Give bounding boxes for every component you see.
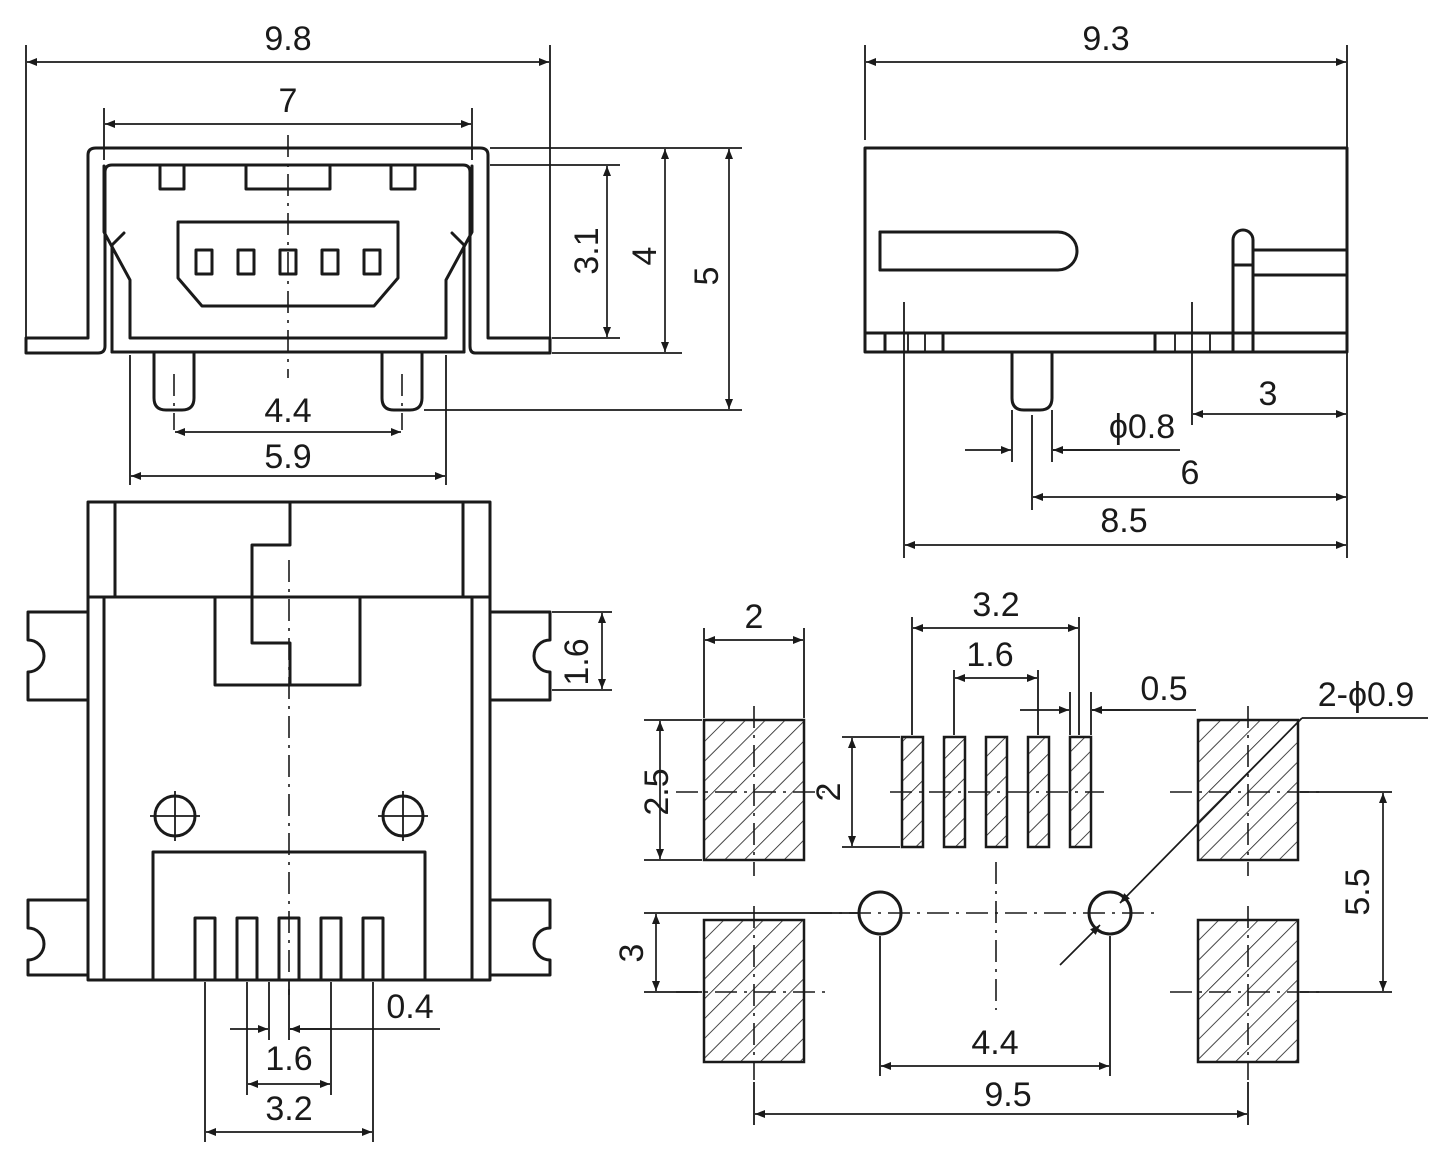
top-pin-span-label: 3.2 bbox=[265, 1090, 312, 1128]
pcb-dimension-lines bbox=[652, 624, 1428, 1118]
top-pin-width-label: 0.4 bbox=[386, 988, 433, 1026]
front-body-height-label: 4 bbox=[626, 247, 664, 266]
side-peg-diameter-label: ϕ0.8 bbox=[1109, 408, 1175, 446]
front-overall-width-label: 9.8 bbox=[264, 20, 311, 58]
pcb-signal-span-label: 3.2 bbox=[972, 586, 1019, 624]
pcb-pad-width-label: 2 bbox=[745, 598, 764, 636]
side-to-peg-label: 6 bbox=[1181, 454, 1200, 492]
front-total-height-label: 5 bbox=[688, 267, 726, 286]
pcb-signal-length-label: 2 bbox=[810, 783, 848, 802]
front-dimension-lines bbox=[27, 58, 733, 480]
side-overall-width-label: 9.3 bbox=[1082, 20, 1129, 58]
side-extension-lines bbox=[864, 45, 1348, 558]
side-edge-offset-label: 3 bbox=[1259, 375, 1278, 413]
front-locating-pegs bbox=[152, 351, 424, 430]
front-extension-lines bbox=[25, 45, 742, 485]
pcb-hole-callout-label: 2-ϕ0.9 bbox=[1318, 676, 1415, 714]
top-view: 1.6 0.4 1.6 3.2 bbox=[26, 500, 612, 1142]
pcb-extension-lines bbox=[644, 617, 1392, 1125]
side-dimension-lines bbox=[866, 58, 1346, 549]
side-depth-label: 8.5 bbox=[1100, 502, 1147, 540]
top-tab-width-label: 1.6 bbox=[558, 638, 596, 685]
top-dimension-lines bbox=[206, 613, 606, 1136]
pcb-layout: 2 3.2 1.6 0.5 2-ϕ0.9 2.5 2 3 5.5 4.4 9.5 bbox=[613, 586, 1428, 1125]
top-peg-marks bbox=[150, 791, 428, 841]
side-locating-peg bbox=[1010, 350, 1054, 412]
side-body-outline bbox=[863, 146, 1349, 354]
top-mounting-tabs bbox=[26, 610, 552, 977]
front-peg-span-label: 5.9 bbox=[264, 438, 311, 476]
front-peg-spacing-label: 4.4 bbox=[264, 392, 311, 430]
top-extension-lines bbox=[204, 611, 612, 1142]
pcb-hole-spacing-label: 4.4 bbox=[971, 1024, 1018, 1062]
pcb-top-pad-height-label: 2.5 bbox=[638, 768, 676, 815]
front-contact-tongue bbox=[176, 220, 400, 308]
pcb-signal-pitch-label: 1.6 bbox=[966, 636, 1013, 674]
pcb-bottom-pad-height-label: 3 bbox=[613, 944, 651, 963]
side-view: 9.3 3 ϕ0.8 6 8.5 bbox=[863, 20, 1349, 558]
front-shell-height-label: 3.1 bbox=[568, 227, 606, 274]
front-inner-width-label: 7 bbox=[279, 82, 298, 120]
pcb-pad-spacing-label: 9.5 bbox=[984, 1076, 1031, 1114]
front-view: 9.8 7 3.1 4 5 4.4 5.9 bbox=[24, 20, 742, 485]
pcb-vertical-pitch-label: 5.5 bbox=[1339, 868, 1377, 915]
top-pin-pitch-label: 1.6 bbox=[265, 1040, 312, 1078]
pcb-signal-width-label: 0.5 bbox=[1140, 670, 1187, 708]
